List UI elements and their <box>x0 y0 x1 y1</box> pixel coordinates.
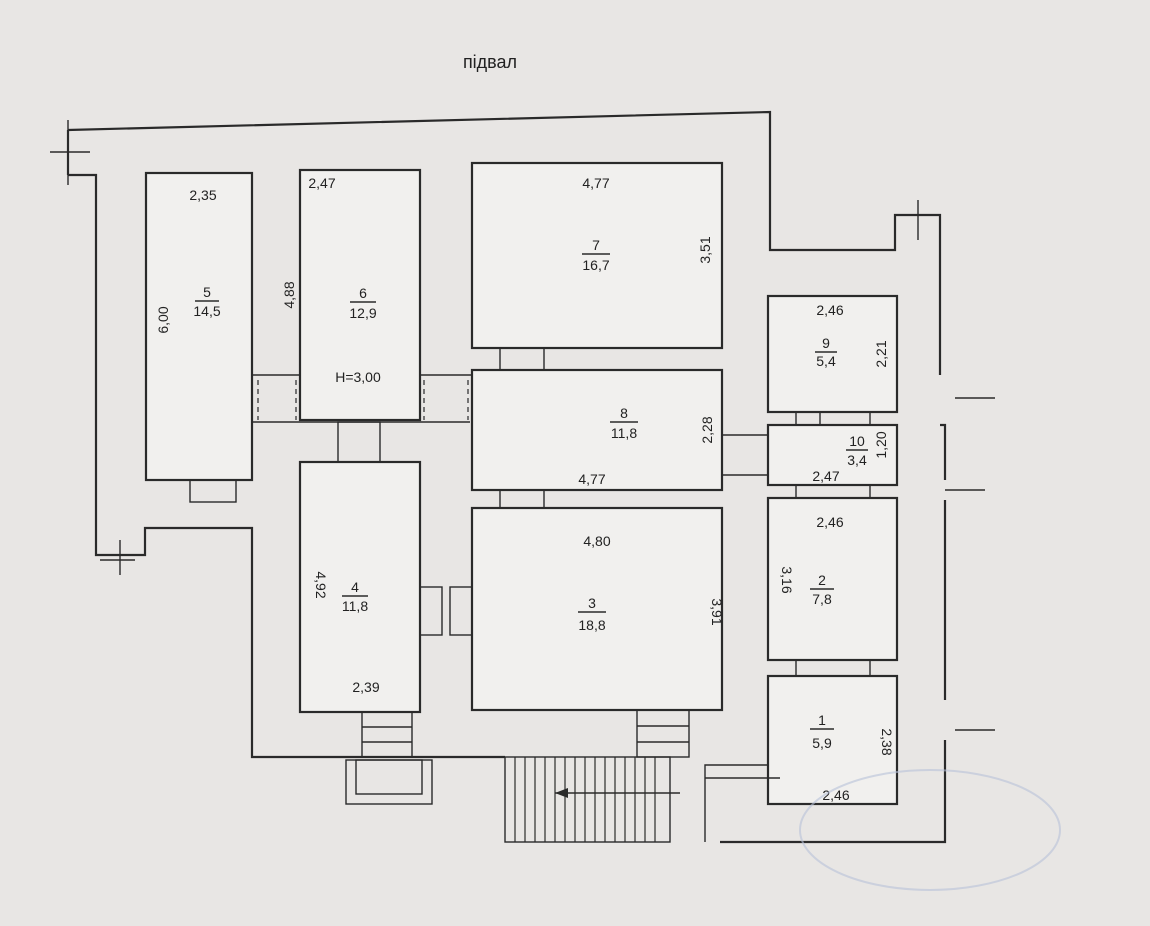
staircase <box>504 756 680 843</box>
svg-text:6,00: 6,00 <box>155 306 171 333</box>
svg-text:7,8: 7,8 <box>812 591 832 607</box>
svg-text:11,8: 11,8 <box>611 425 637 441</box>
svg-text:2,38: 2,38 <box>879 728 895 755</box>
svg-text:1: 1 <box>818 712 826 728</box>
svg-text:4,80: 4,80 <box>583 533 610 549</box>
svg-text:2,28: 2,28 <box>699 416 715 443</box>
room-5: 2,35 6,00 5 14,5 <box>144 171 254 503</box>
ceiling-height: H=3,00 <box>335 369 381 385</box>
svg-text:2,35: 2,35 <box>189 187 216 203</box>
plan-title: підвал <box>463 52 517 72</box>
room-9: 2,46 9 5,4 2,21 <box>766 294 899 414</box>
svg-text:4,77: 4,77 <box>578 471 605 487</box>
svg-text:4,92: 4,92 <box>313 571 329 598</box>
svg-text:3,51: 3,51 <box>697 236 713 263</box>
svg-text:10: 10 <box>849 433 865 449</box>
svg-text:2,47: 2,47 <box>812 468 839 484</box>
svg-text:7: 7 <box>592 237 600 253</box>
svg-text:3: 3 <box>588 595 596 611</box>
svg-text:18,8: 18,8 <box>578 617 605 633</box>
svg-text:3,16: 3,16 <box>779 566 795 593</box>
room-10: 10 3,4 1,20 2,47 <box>766 423 899 487</box>
room-7: 4,77 3,51 7 16,7 <box>470 161 724 350</box>
svg-text:9: 9 <box>822 335 830 351</box>
room-6: 2,47 4,88 6 12,9 H=3,00 <box>281 168 422 422</box>
room-2: 2,46 3,16 2 7,8 <box>766 496 899 662</box>
svg-text:5: 5 <box>203 284 211 300</box>
svg-text:5,9: 5,9 <box>812 735 832 751</box>
outer-walls <box>50 110 995 844</box>
svg-text:2,46: 2,46 <box>816 302 843 318</box>
svg-text:8: 8 <box>620 405 628 421</box>
room-1: 1 5,9 2,38 2,46 <box>704 674 899 842</box>
svg-text:12,9: 12,9 <box>349 305 376 321</box>
svg-text:2,46: 2,46 <box>816 514 843 530</box>
svg-text:4,88: 4,88 <box>281 281 297 308</box>
stamp <box>799 769 1061 891</box>
svg-text:4: 4 <box>351 579 359 595</box>
room-4: 4,92 4 11,8 2,39 <box>298 460 433 805</box>
svg-text:2,21: 2,21 <box>873 340 889 367</box>
svg-text:3,91: 3,91 <box>709 598 725 625</box>
svg-text:11,8: 11,8 <box>342 598 368 614</box>
room-3: 4,80 3 18,8 3,91 <box>470 506 725 758</box>
svg-text:4,77: 4,77 <box>582 175 609 191</box>
svg-text:2,47: 2,47 <box>308 175 335 191</box>
svg-text:1,20: 1,20 <box>873 431 889 458</box>
svg-text:2,39: 2,39 <box>352 679 379 695</box>
svg-text:14,5: 14,5 <box>193 303 220 319</box>
svg-text:16,7: 16,7 <box>582 257 609 273</box>
room-8: 8 11,8 2,28 4,77 <box>470 368 724 492</box>
svg-text:2: 2 <box>818 572 826 588</box>
svg-text:5,4: 5,4 <box>816 353 836 369</box>
svg-text:6: 6 <box>359 285 367 301</box>
svg-text:3,4: 3,4 <box>847 452 867 468</box>
